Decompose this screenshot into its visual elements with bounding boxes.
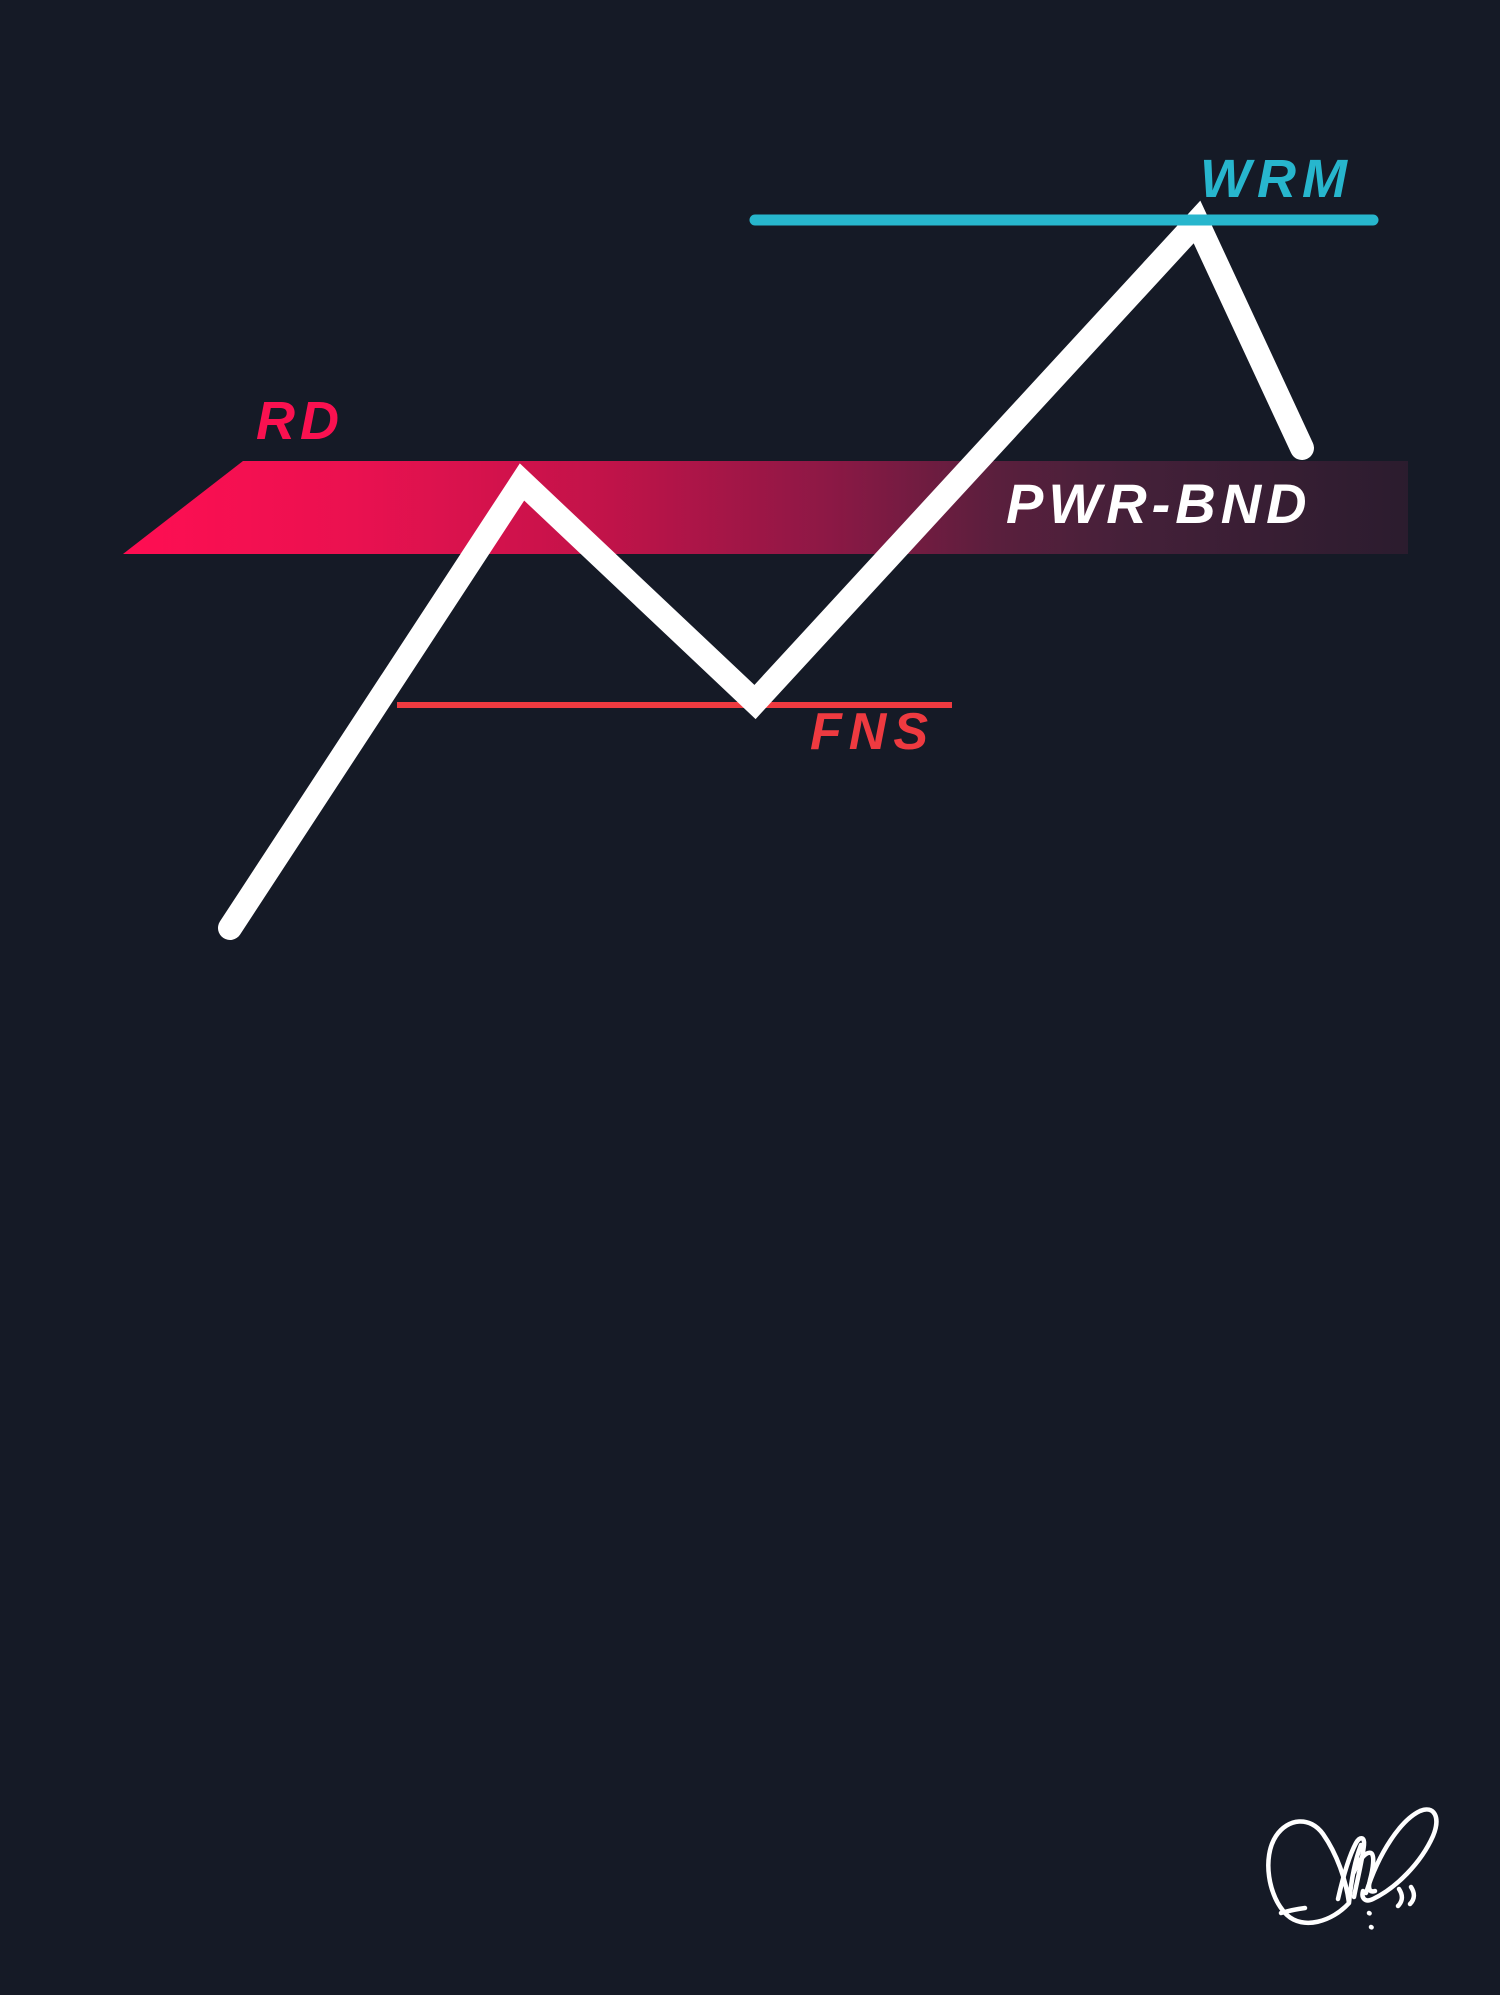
artist-signature [1266, 1807, 1439, 1930]
rd-label: RD [256, 391, 344, 451]
wrm-label: WRM [1200, 149, 1353, 209]
fns-label: FNS [810, 703, 935, 761]
power-band-zone [123, 461, 1408, 554]
price-path-line [218, 200, 1314, 940]
pwr-bnd-label: PWR-BND [1006, 472, 1312, 535]
